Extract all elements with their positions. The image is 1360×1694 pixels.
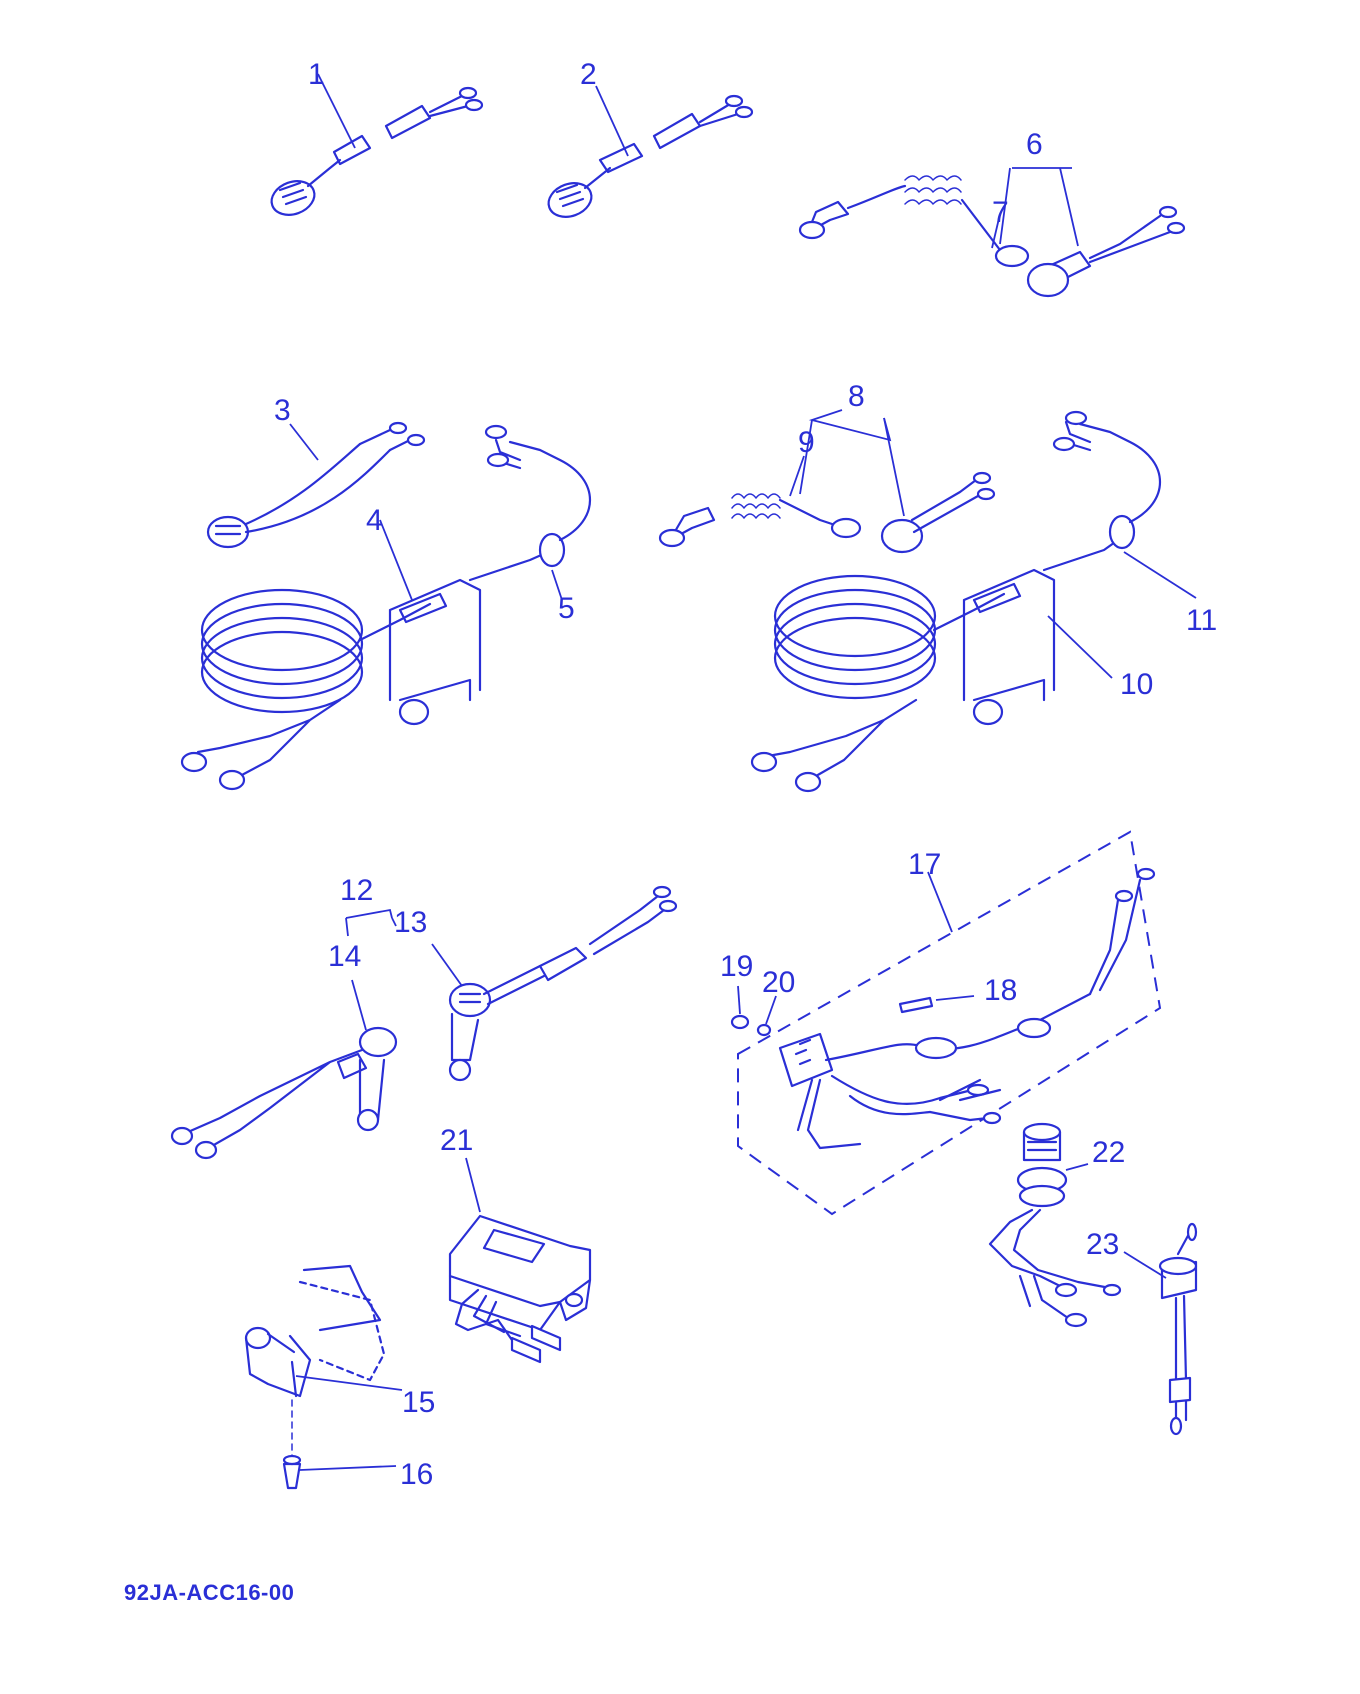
callout-12: 12 [340, 874, 373, 907]
document-code: 92JA-ACC16-00 [124, 1580, 295, 1605]
callout-13: 13 [394, 906, 427, 939]
part-21-regulator [448, 1157, 592, 1364]
part-22-main-switch [988, 1122, 1122, 1328]
callout-16: 16 [400, 1458, 433, 1491]
part-4-wire-harness [180, 424, 592, 791]
part-17-harness-kit [730, 830, 1162, 1216]
callout-8: 8 [848, 380, 865, 413]
part-3-lead-wire [206, 421, 426, 549]
callout-2: 2 [580, 58, 597, 91]
part-10-wire-harness [750, 410, 1197, 793]
callout-21: 21 [440, 1124, 473, 1157]
part-2-wire-lead [547, 85, 754, 218]
part-23-choke-switch [1123, 1222, 1198, 1436]
part-1-wire-lead [270, 73, 484, 216]
callout-15: 15 [402, 1386, 435, 1419]
part-15-bracket [244, 1264, 403, 1490]
callout-19: 19 [720, 950, 753, 983]
callout-4: 4 [366, 504, 383, 537]
part-12-switch-kit [170, 885, 678, 1160]
part-8-stop-switch [658, 409, 996, 554]
callout-23: 23 [1086, 1228, 1119, 1261]
part-6-stop-switch [798, 167, 1186, 298]
callout-3: 3 [274, 394, 291, 427]
callout-9: 9 [798, 426, 815, 459]
callout-14: 14 [328, 940, 361, 973]
callout-17: 17 [908, 848, 941, 881]
callout-1: 1 [308, 58, 325, 91]
callout-18: 18 [984, 974, 1017, 1007]
callout-5: 5 [558, 592, 575, 625]
callout-20: 20 [762, 966, 795, 999]
callout-6: 6 [1026, 128, 1043, 161]
callout-7: 7 [992, 196, 1009, 229]
callout-10: 10 [1120, 668, 1153, 701]
callout-22: 22 [1092, 1136, 1125, 1169]
callout-11: 11 [1186, 604, 1217, 637]
